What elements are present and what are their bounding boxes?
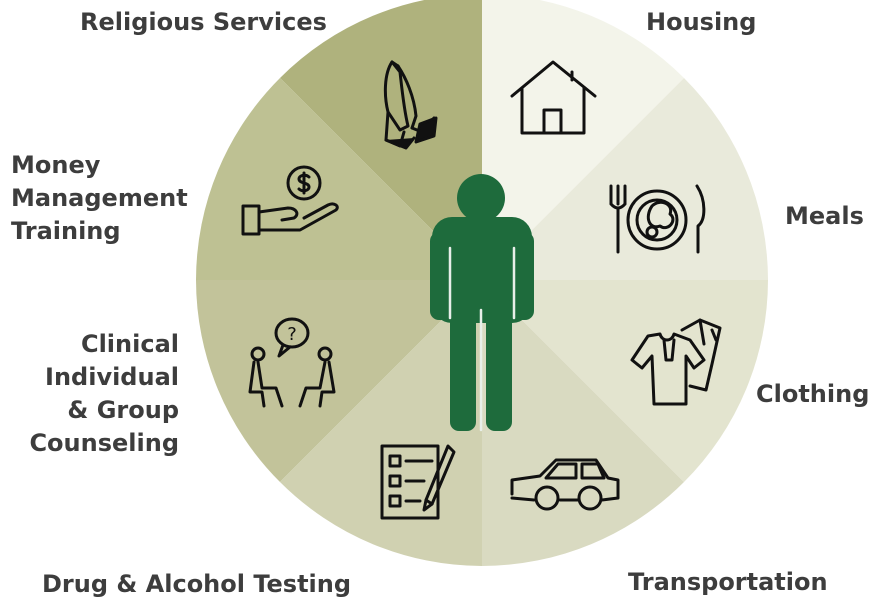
segment-transportation	[482, 280, 684, 566]
segment-housing	[482, 0, 684, 280]
svg-text:?: ?	[287, 324, 297, 345]
meal-plate-icon	[609, 184, 706, 254]
label-clinical-counseling: Clinical Individual & Group Counseling	[29, 328, 179, 460]
label-money-line3: Training	[11, 217, 121, 245]
segment-clinical-counseling	[196, 280, 482, 482]
person-icon	[430, 174, 534, 431]
counseling-icon: ?	[248, 317, 336, 408]
label-clinical-line2: Individual	[45, 363, 179, 391]
house-icon	[510, 60, 597, 135]
praying-hands-icon	[383, 60, 438, 150]
label-clinical-line1: Clinical	[80, 330, 179, 358]
label-clinical-line4: Counseling	[29, 429, 179, 457]
label-transportation: Transportation	[628, 568, 828, 596]
label-clinical-line3: & Group	[67, 396, 179, 424]
label-meals: Meals	[785, 202, 864, 230]
label-money-management-training: Money Management Training	[11, 149, 188, 248]
clothing-icon	[630, 318, 722, 406]
segment-religious-services	[280, 0, 482, 280]
label-drug-alcohol-testing: Drug & Alcohol Testing	[42, 570, 352, 598]
checklist-icon	[380, 444, 456, 520]
money-hand-icon	[241, 165, 339, 236]
label-money-line1: Money	[11, 151, 101, 179]
label-religious-services: Religious Services	[80, 8, 327, 36]
segment-drug-alcohol-testing	[280, 280, 482, 566]
label-money-line2: Management	[11, 184, 188, 212]
label-clothing: Clothing	[756, 380, 870, 408]
segment-clothing	[482, 280, 768, 482]
label-housing: Housing	[646, 8, 757, 36]
car-icon	[510, 458, 620, 511]
